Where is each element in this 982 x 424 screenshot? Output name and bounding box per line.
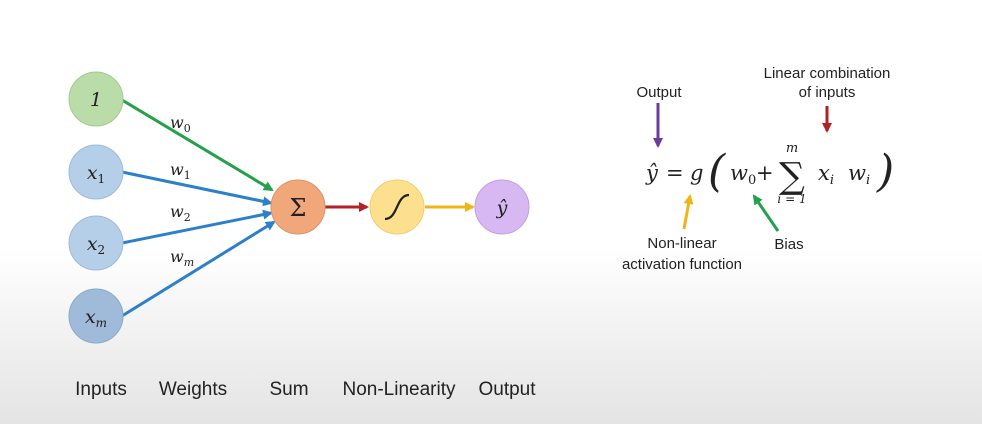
activation-node	[369, 179, 425, 235]
annotation-linear-line1: Linear combination	[764, 65, 891, 82]
annotation-activation-arrow	[682, 194, 694, 230]
equation-open-paren: (	[708, 146, 726, 197]
perceptron-equation: ŷ = g ( w0 + m ∑ i = 1 xi wi )	[645, 141, 894, 206]
weight-wm-base: w	[170, 247, 184, 266]
weight-wm-sub: m	[184, 256, 194, 269]
equation-w-base: w	[848, 161, 866, 185]
input-x1-base: x	[87, 162, 98, 184]
sum-node: Σ	[270, 179, 326, 235]
equation-plus: +	[756, 161, 774, 185]
sigmoid-curve-icon	[384, 193, 410, 221]
weight-w0-base: w	[170, 113, 184, 132]
caption-inputs: Inputs	[75, 379, 127, 400]
input-xm-base: x	[85, 306, 96, 328]
weight-w2: w2	[170, 202, 191, 224]
equation-equals: =	[666, 161, 684, 185]
weight-w1-sub: 1	[184, 169, 191, 182]
input-x1-sub: 1	[98, 172, 106, 186]
arrow-x1-to-sum	[121, 170, 273, 207]
svg-text:w0: w0	[730, 161, 756, 188]
equation-g: g	[690, 161, 703, 185]
input-node-bias: 1	[68, 71, 124, 127]
svg-text:x2: x2	[87, 233, 105, 257]
weight-w0: w0	[170, 113, 191, 135]
input-node-x2: x2	[68, 215, 124, 271]
weight-w1-base: w	[170, 160, 184, 179]
annotation-bias: Bias	[774, 236, 803, 253]
equation-sum-symbol: ∑	[779, 156, 805, 197]
output-node: ŷ	[474, 179, 530, 235]
svg-text:x1: x1	[87, 162, 105, 186]
input-node-xm: xm	[68, 288, 124, 344]
svg-text:xm: xm	[85, 306, 107, 330]
svg-text:xi: xi	[818, 161, 834, 188]
input-x2-base: x	[87, 233, 98, 255]
input-node-x1: x1	[68, 144, 124, 200]
equation-x-sub: i	[830, 173, 834, 188]
annotation-activation-line2: activation function	[622, 256, 742, 273]
weight-w0-sub: 0	[184, 122, 191, 135]
equation-w0-base: w	[730, 161, 748, 185]
weight-w2-sub: 2	[184, 211, 191, 224]
equation-w0-sub: 0	[748, 173, 756, 188]
caption-nonlinearity: Non-Linearity	[343, 379, 456, 400]
equation-sum-upper: m	[786, 141, 798, 156]
equation-sum-lower: i = 1	[777, 192, 806, 206]
weight-w1: w1	[170, 160, 191, 182]
caption-sum: Sum	[269, 379, 308, 400]
caption-weights: Weights	[159, 379, 227, 400]
output-symbol: ŷ	[496, 197, 508, 219]
input-xm-sub: m	[96, 316, 107, 330]
arrow-bias-to-sum	[121, 98, 274, 192]
annotation-bias-arrow	[752, 194, 780, 232]
annotation-linear-line2: of inputs	[799, 84, 856, 101]
arrow-x2-to-sum	[121, 209, 273, 245]
arrow-xm-to-sum	[121, 220, 276, 318]
weight-w2-base: w	[170, 202, 184, 221]
svg-text:wi: wi	[848, 161, 870, 188]
caption-output: Output	[478, 379, 536, 400]
annotation-activation-line1: Non-linear	[647, 235, 716, 252]
input-bias-label: 1	[90, 89, 102, 111]
sum-symbol: Σ	[290, 194, 307, 222]
equation-w-sub: i	[866, 173, 870, 188]
annotation-output: Output	[636, 84, 682, 101]
equation-lhs: ŷ	[645, 161, 659, 185]
equation-x-base: x	[818, 161, 830, 185]
equation-close-paren: )	[876, 146, 894, 197]
weight-wm: wm	[170, 247, 194, 269]
input-x2-sub: 2	[98, 243, 106, 257]
